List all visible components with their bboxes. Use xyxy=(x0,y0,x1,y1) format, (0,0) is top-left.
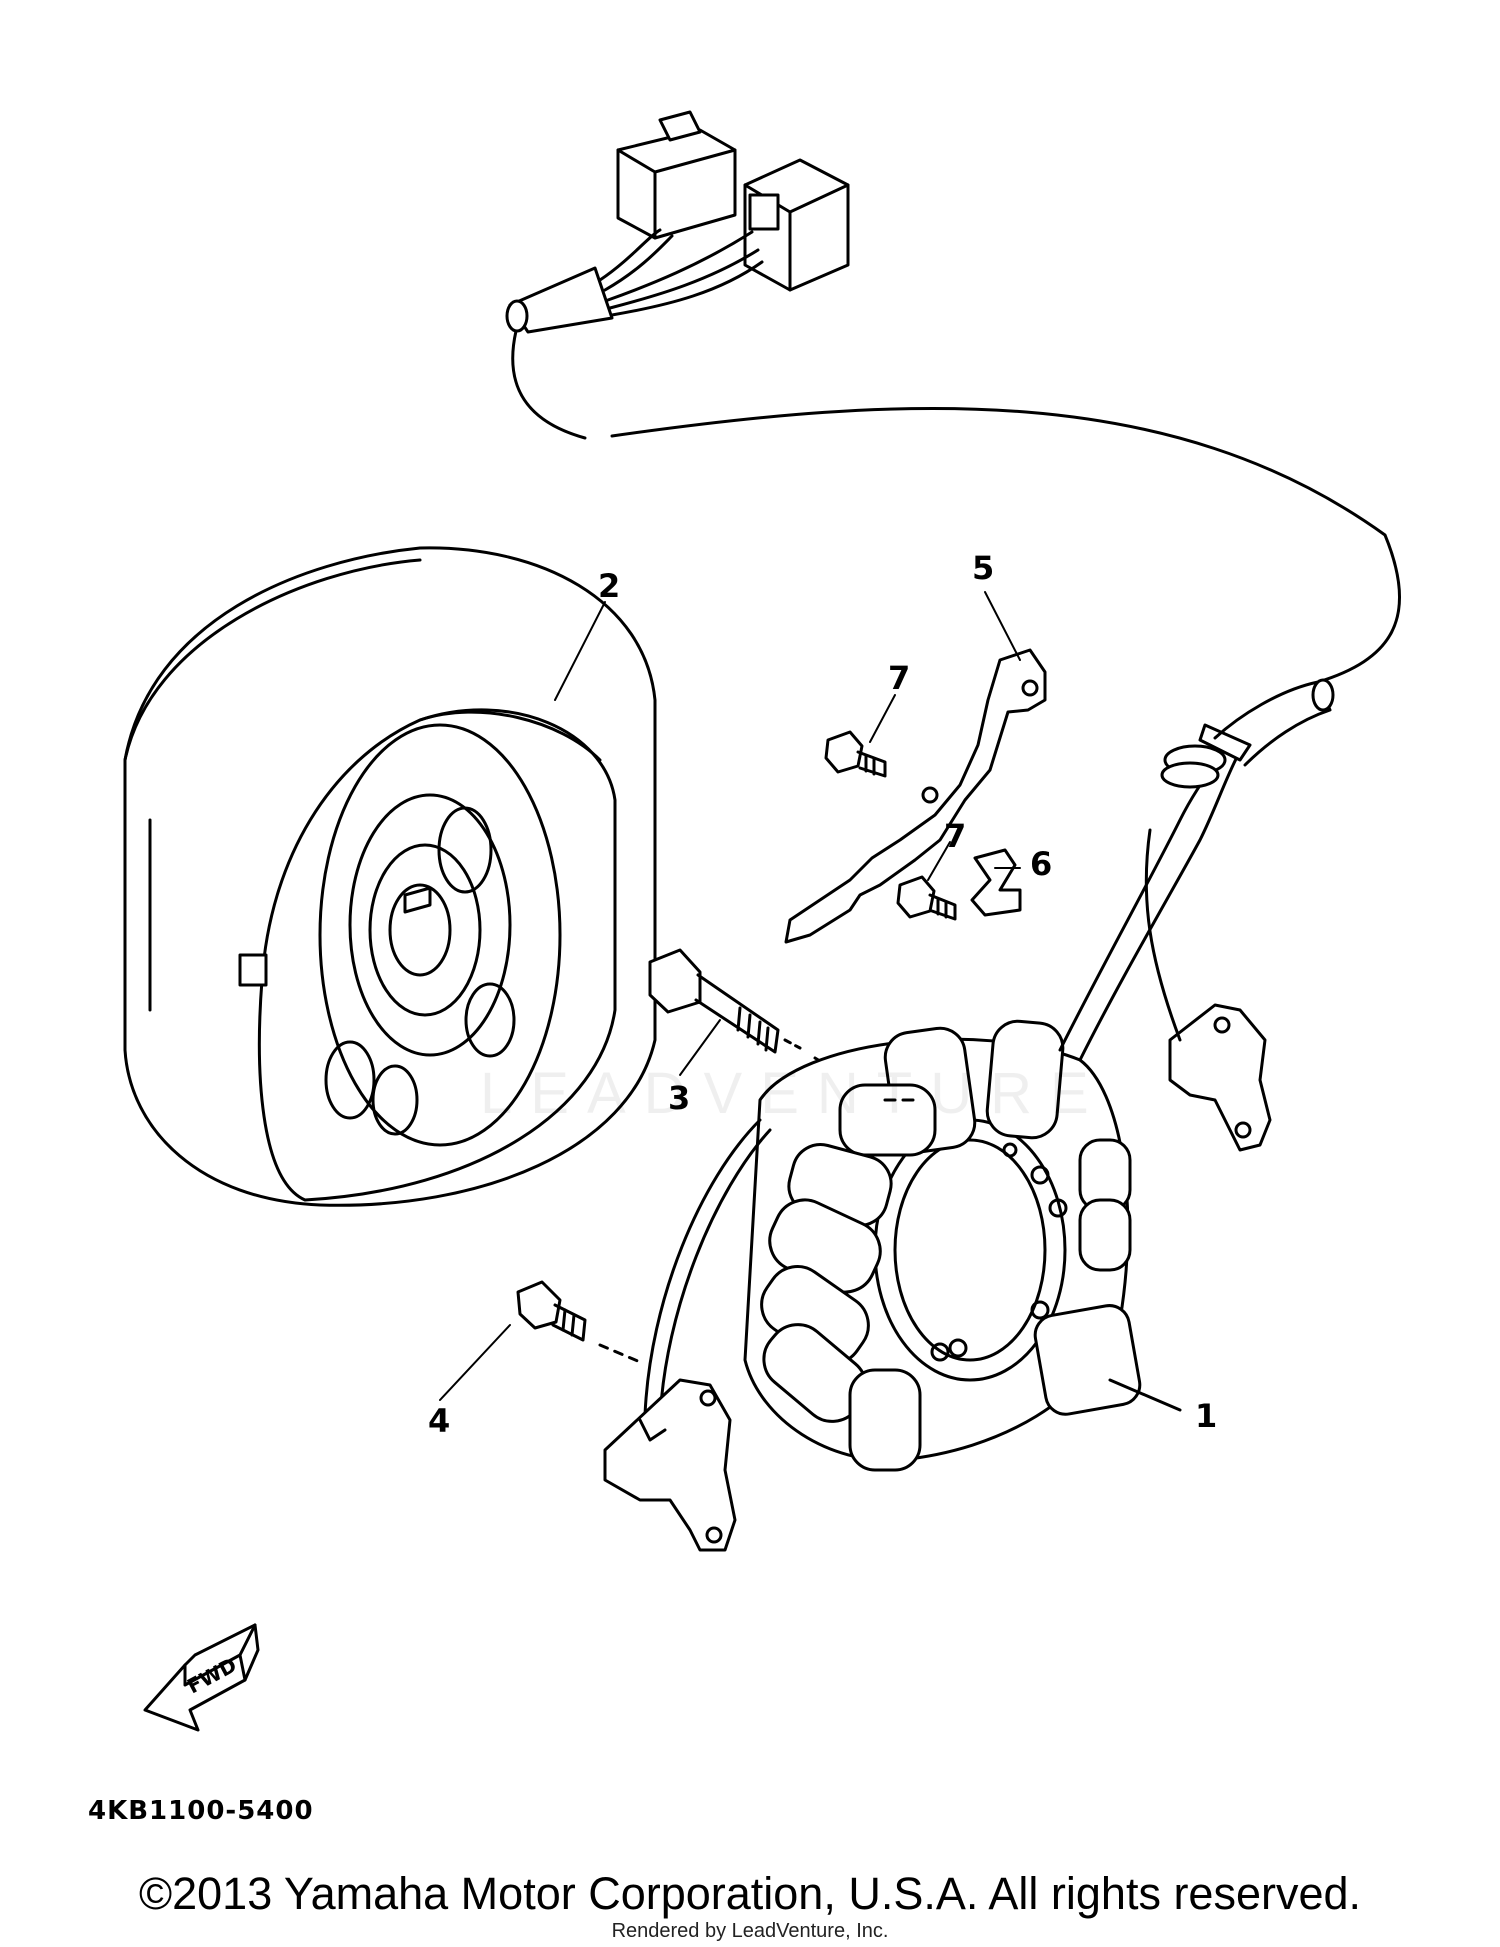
callout-part-2: 2 xyxy=(598,567,621,605)
callout-part-4: 4 xyxy=(428,1402,451,1440)
bracket-part-6 xyxy=(970,848,1022,917)
callout-part-3: 3 xyxy=(668,1079,691,1117)
callout-part-7-upper: 7 xyxy=(888,659,911,697)
flywheel-rotor xyxy=(123,546,657,1207)
bracket-part-5 xyxy=(784,648,1047,944)
callout-part-1: 1 xyxy=(1195,1397,1218,1435)
copyright-notice: ©2013 Yamaha Motor Corporation, U.S.A. A… xyxy=(138,1868,1362,1919)
fwd-arrow-icon: FWD xyxy=(143,1623,260,1732)
wire-harness-connector xyxy=(505,110,1402,684)
callout-part-5: 5 xyxy=(972,549,995,587)
callout-part-7-lower: 7 xyxy=(944,817,967,855)
callout-part-6: 6 xyxy=(1030,845,1053,883)
screw-part-4 xyxy=(516,1280,642,1364)
bolt-part-3 xyxy=(648,948,862,1087)
leader-lines xyxy=(439,591,1021,1401)
screw-part-7-lower xyxy=(896,875,957,921)
stator-assembly xyxy=(603,678,1335,1552)
diagram-part-code: 4KB1100-5400 xyxy=(88,1796,314,1826)
rendered-by-credit: Rendered by LeadVenture, Inc. xyxy=(611,1920,889,1942)
screw-part-7-upper xyxy=(824,730,887,778)
watermark: LEADVENTURE xyxy=(480,1061,1107,1126)
